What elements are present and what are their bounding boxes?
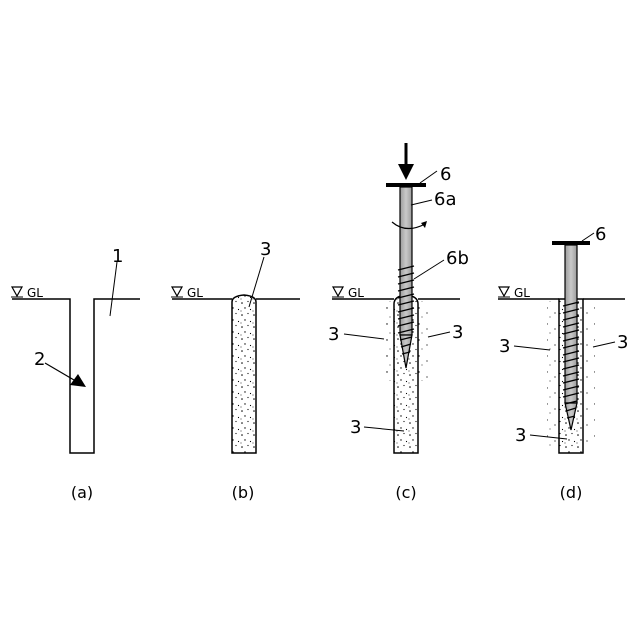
ground-level-marker: GL	[498, 286, 530, 300]
ground-leader-line	[110, 262, 117, 316]
filler-left-leader-line	[344, 334, 384, 339]
ground-level-label: GL	[514, 286, 530, 300]
hole-number: 2	[34, 349, 45, 370]
empty-hole	[12, 299, 140, 453]
ground-level-label: GL	[348, 286, 364, 300]
blade-leader-line	[414, 260, 444, 279]
panel-b: GL 3 (b)	[171, 239, 300, 502]
filler-number: 3	[260, 239, 271, 260]
caption-c: (c)	[395, 483, 416, 502]
pile-leader-line	[582, 233, 594, 241]
down-arrow-icon	[398, 143, 414, 180]
filler-bottom-number: 3	[515, 425, 526, 446]
caption-a: (a)	[71, 483, 93, 502]
ground-level-label: GL	[187, 286, 203, 300]
blade-number: 6b	[446, 248, 469, 269]
pile-number: 6	[595, 224, 606, 245]
shaft-number: 6a	[434, 189, 456, 210]
ground-level-label: GL	[27, 286, 43, 300]
ground-level-marker: GL	[11, 286, 43, 300]
filler-bottom-number: 3	[350, 417, 361, 438]
ground-level-marker: GL	[332, 286, 364, 300]
filled-hole	[232, 295, 256, 453]
panel-a: GL 1 2 (a)	[11, 246, 140, 502]
pile-shaft	[400, 187, 412, 335]
filler-right-leader-line	[428, 332, 450, 337]
ground-level-marker: GL	[171, 286, 203, 300]
arrowhead-icon	[70, 374, 86, 387]
panel-d: GL 6	[498, 224, 628, 502]
filler-right-leader-line	[593, 342, 615, 347]
ground-number: 1	[112, 246, 123, 267]
caption-b: (b)	[232, 483, 255, 502]
filler-left-number: 3	[499, 336, 510, 357]
pile-leader-line	[420, 171, 437, 183]
filler-left-leader-line	[514, 346, 550, 350]
shaft-leader-line	[411, 200, 432, 205]
filler-left-number: 3	[328, 324, 339, 345]
filler-right-number: 3	[617, 332, 628, 353]
filler-right-number: 3	[452, 322, 463, 343]
panel-c: GL	[328, 143, 469, 502]
pile-number: 6	[440, 164, 451, 185]
caption-d: (d)	[560, 483, 583, 502]
